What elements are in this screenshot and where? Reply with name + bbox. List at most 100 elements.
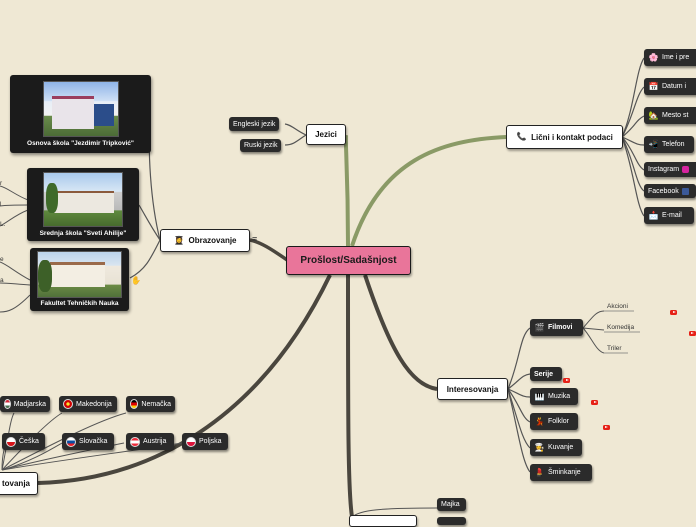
school-photo-srednja [43, 172, 123, 227]
subtopic-serije-label: Serije [534, 370, 554, 378]
genre-komedija[interactable]: Komedija [607, 324, 635, 331]
subtopic-telefon-label: Telefon [662, 141, 685, 148]
central-topic[interactable]: Prošlost/Sadašnjost [286, 246, 411, 275]
hungary-flag-icon [4, 399, 11, 409]
country-makedonija-label: Makedonija [76, 400, 112, 408]
school-photo-fakultet [37, 251, 122, 298]
country-poljska[interactable]: Poljska [182, 433, 228, 450]
subtopic-mesto[interactable]: 🏡 Mesto st [644, 107, 696, 124]
country-makedonija[interactable]: Makedonija [59, 396, 117, 412]
flower-icon: 🌸 [648, 52, 659, 62]
country-slovacka-label: Slovačka [79, 438, 108, 445]
topic-jezici[interactable]: Jezici [306, 124, 346, 145]
school-caption-osnovna: Osnova škola "Jezdimir Tripković" [27, 140, 134, 147]
subtopic-folklor-label: Folklor [548, 418, 570, 425]
subtopic-instagram-label: Instagram [648, 166, 680, 173]
calendar-icon: 📅 [648, 81, 659, 91]
topic-putovanja[interactable]: tovanja [0, 472, 38, 495]
topic-interesovanja[interactable]: Interesovanja [437, 378, 508, 400]
czech-flag-icon [6, 436, 16, 447]
topic-interesovanja-label: Interesovanja [446, 384, 499, 394]
country-madjarska[interactable]: Madjarska [0, 396, 50, 412]
mail-icon: 📩 [648, 210, 659, 220]
slovakia-flag-icon [66, 436, 76, 447]
school-card-osnovna[interactable]: Osnova škola "Jezdimir Tripković" [10, 75, 151, 153]
genre-triler[interactable]: Triler [607, 345, 622, 352]
cut-label-2[interactable]: l [0, 201, 2, 208]
phone-icon: 📞 [516, 132, 527, 141]
subtopic-ruski[interactable]: Ruski jezik [240, 139, 282, 152]
subtopic-datum-label: Datum i [662, 83, 687, 90]
youtube-icon[interactable] [602, 425, 610, 431]
chef-icon: 👩‍🍳 [534, 442, 545, 452]
subtopic-engleski[interactable]: Engleski jezik [229, 117, 280, 131]
subtopic-filmovi[interactable]: 🎬 Filmovi [530, 319, 583, 336]
subtopic-sminkanje[interactable]: 💄 Šminkanje [530, 464, 592, 481]
country-ceska-label: Češka [19, 438, 39, 445]
topic-obrazovanje-label: Obrazovanje [188, 236, 237, 245]
youtube-icon[interactable] [591, 400, 599, 406]
youtube-icon[interactable] [670, 310, 678, 316]
subtopic-engleski-label: Engleski jezik [233, 120, 276, 128]
subtopic-facebook[interactable]: Facebook [644, 184, 696, 198]
phone-icon: 📲 [648, 139, 659, 149]
subtopic-telefon[interactable]: 📲 Telefon [644, 136, 694, 153]
subtopic-muzika[interactable]: 🎹 Muzika [530, 388, 578, 405]
lipstick-icon: 💄 [534, 467, 545, 477]
subtopic-email-label: E-mail [662, 212, 682, 219]
cut-label-1[interactable]: r [0, 180, 3, 187]
subtopic-majka[interactable]: Majka [437, 498, 466, 511]
country-slovacka[interactable]: Slovačka [62, 433, 114, 450]
hand-icon[interactable]: ✋ [131, 276, 141, 285]
youtube-icon[interactable] [688, 331, 696, 337]
topic-jezici-label: Jezici [315, 130, 337, 139]
subtopic-folklor[interactable]: 💃 Folklor [530, 413, 578, 430]
country-madjarska-label: Madjarska [13, 400, 46, 408]
subtopic-ruski-label: Ruski jezik [244, 142, 278, 149]
dancer-icon: 💃 [534, 416, 545, 426]
subtopic-email[interactable]: 📩 E-mail [644, 207, 694, 224]
youtube-icon[interactable] [563, 378, 570, 384]
school-caption-fakultet: Fakultet Tehničkih Nauka [40, 300, 119, 307]
cut-label-3[interactable]: L. [0, 221, 6, 228]
germany-flag-icon [130, 399, 139, 409]
subtopic-muzika-label: Muzika [548, 393, 571, 400]
topic-obrazovanje[interactable]: 👩‍🎓 Obrazovanje [160, 229, 250, 252]
country-poljska-label: Poljska [199, 438, 222, 445]
topic-porodica[interactable] [349, 515, 417, 527]
cut-label-4[interactable]: e [0, 256, 4, 263]
subtopic-facebook-label: Facebook [648, 187, 679, 195]
subtopic-majka-label: Majka [441, 501, 460, 508]
house-icon: 🏡 [648, 110, 659, 120]
poland-flag-icon [186, 436, 196, 447]
school-card-srednja[interactable]: Srednja škola "Sveti Ahilije" [27, 168, 139, 241]
topic-licni[interactable]: 📞 Lični i kontakt podaci [506, 125, 623, 149]
subtopic-datum[interactable]: 📅 Datum i [644, 78, 696, 95]
country-austrija[interactable]: Austrija [126, 433, 174, 450]
subtopic-kuvanje[interactable]: 👩‍🍳 Kuvanje [530, 439, 582, 456]
subtopic-kuvanje-label: Kuvanje [548, 444, 574, 451]
instagram-icon[interactable] [682, 166, 690, 173]
facebook-icon[interactable] [681, 187, 689, 195]
piano-icon: 🎹 [534, 391, 545, 401]
cut-label-5[interactable]: a [0, 277, 4, 284]
subtopic-instagram[interactable]: Instagram [644, 162, 696, 177]
subtopic-filmovi-label: Filmovi [548, 324, 573, 331]
genre-akcioni[interactable]: Akcioni [607, 303, 628, 310]
subtopic-serije[interactable]: Serije [530, 367, 562, 381]
notes-icon[interactable]: ≡ [252, 234, 258, 244]
macedonia-flag-icon [63, 399, 73, 409]
subtopic-ime-label: Ime i pre [662, 54, 690, 61]
school-card-fakultet[interactable]: Fakultet Tehničkih Nauka [30, 248, 129, 311]
topic-licni-label: Lični i kontakt podaci [531, 132, 613, 142]
country-ceska[interactable]: Češka [2, 433, 45, 450]
country-nemacka[interactable]: Nemačka [126, 396, 175, 412]
country-nemacka-label: Nemačka [141, 400, 171, 408]
subtopic-ime[interactable]: 🌸 Ime i pre [644, 49, 696, 66]
country-austrija-label: Austrija [143, 438, 167, 445]
graduate-icon: 👩‍🎓 [174, 235, 184, 245]
film-icon: 🎬 [534, 322, 545, 332]
topic-putovanja-label: tovanja [1, 479, 30, 488]
subtopic-cut[interactable] [437, 517, 466, 525]
school-photo-osnovna [43, 81, 119, 137]
